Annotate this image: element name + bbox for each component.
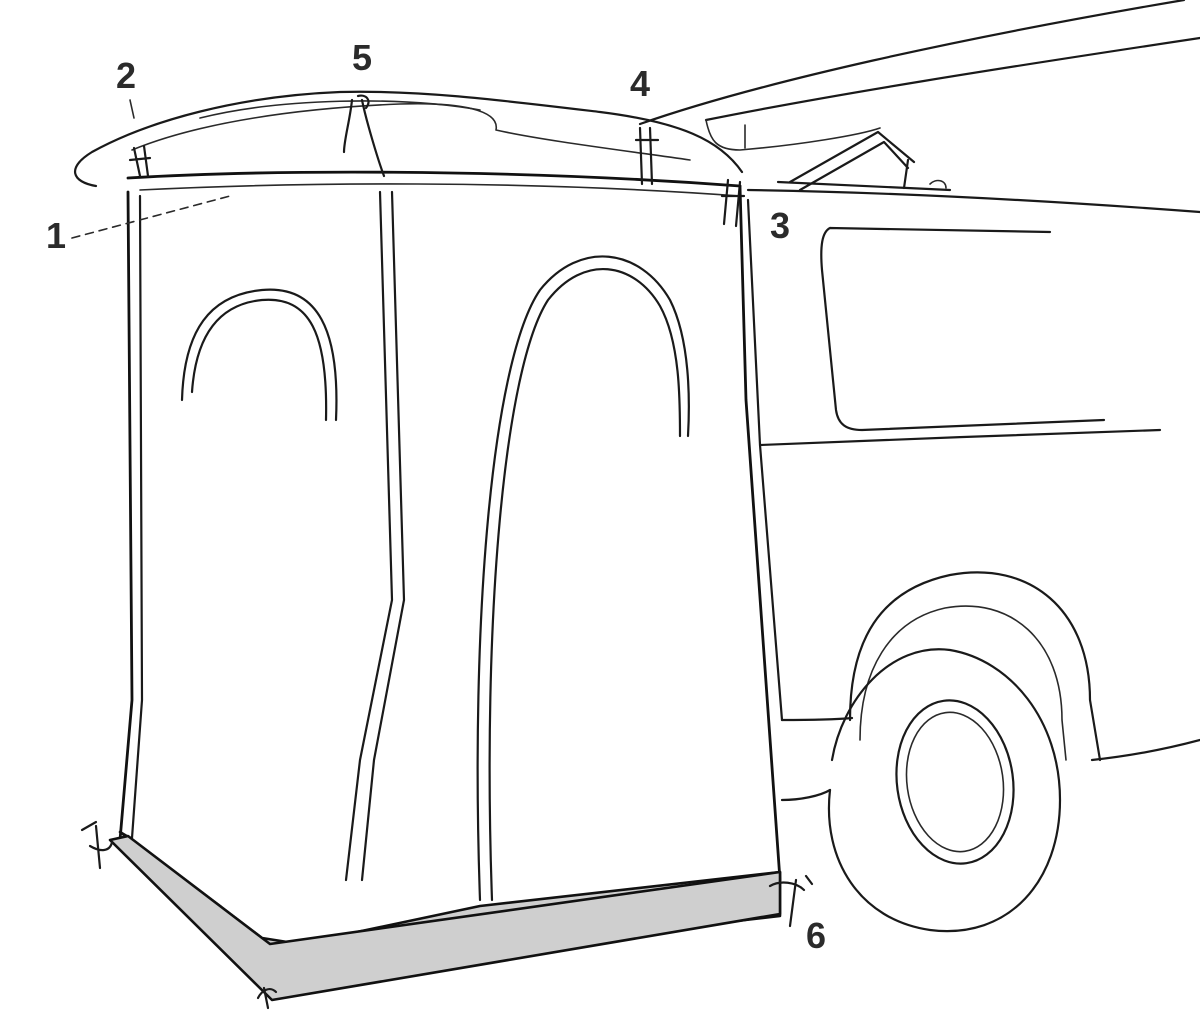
rear-bumper [782, 790, 830, 800]
tailgate-lower-edge [706, 38, 1200, 120]
wheel-arch-inner [860, 606, 1066, 760]
tyre [829, 649, 1060, 931]
callout-2: 2 [116, 58, 136, 94]
tailgate [640, 0, 1184, 124]
roof-line [748, 190, 1200, 212]
strap-side [636, 128, 658, 184]
callout-3: 3 [770, 208, 790, 244]
body-rear [748, 200, 782, 720]
peg-left [82, 822, 112, 868]
tent-left-edge [120, 192, 132, 840]
tent-roof-edge-inner [140, 184, 740, 196]
strap-top [344, 96, 384, 176]
buckle-corner [130, 146, 150, 176]
vehicle [640, 0, 1200, 931]
gas-strut [778, 132, 950, 190]
tent-window-arch-left [182, 290, 336, 420]
callout-4: 4 [630, 66, 650, 102]
side-window [821, 228, 1104, 430]
tent-left-edge-inner [132, 196, 142, 838]
leader-line-2 [130, 100, 134, 118]
tent-seam-middle [346, 192, 404, 880]
tent-door-arch [478, 256, 689, 900]
callout-5: 5 [352, 40, 372, 76]
tent-skirt-front [110, 836, 780, 1000]
callout-1: 1 [46, 218, 66, 254]
leader-line-1 [72, 196, 230, 238]
tent-right-edge [740, 186, 780, 880]
callout-6: 6 [806, 918, 826, 954]
tent [72, 92, 812, 1008]
beltline [760, 430, 1160, 445]
